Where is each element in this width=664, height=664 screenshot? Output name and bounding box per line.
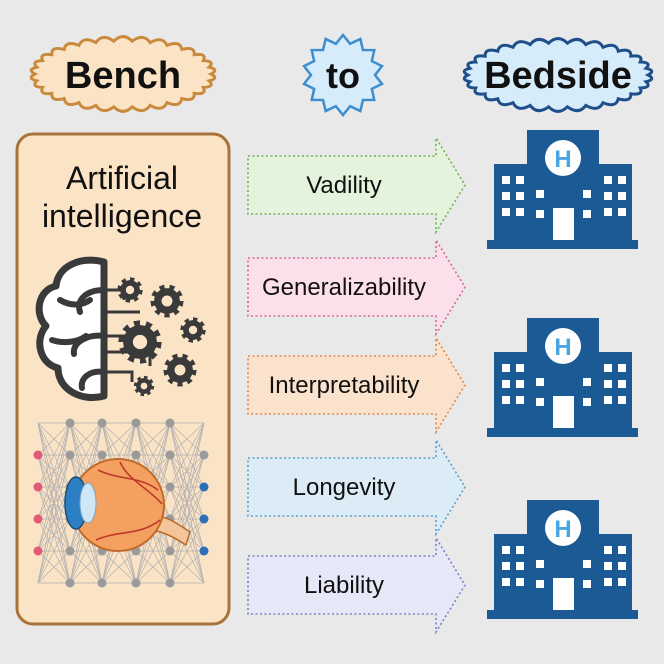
hospital-icon: H [487, 500, 638, 619]
network-node [165, 418, 175, 428]
hospital-icons: H H H [487, 130, 638, 619]
network-node [33, 450, 43, 460]
ai-title-line1: Artificial [66, 160, 178, 196]
network-node [33, 546, 43, 556]
arrow-shape [247, 237, 466, 337]
network-node [199, 514, 209, 524]
criteria-arrow: Interpretability [247, 335, 466, 435]
bench-badge-shape [29, 35, 217, 113]
hospital-sign-letter: H [554, 334, 571, 361]
network-node [65, 450, 75, 460]
to-label: to [326, 55, 360, 96]
network-connection [69, 550, 103, 584]
eye-vessels [95, 461, 163, 541]
hospital-sign [545, 328, 581, 364]
arrow-label: Interpretability [269, 372, 420, 399]
network-node [165, 578, 175, 588]
network-node [131, 450, 141, 460]
network-connection [169, 550, 205, 584]
ai-panel: Artificial intelligence [15, 132, 231, 626]
network-node [33, 514, 43, 524]
hospital-icon: H [487, 130, 638, 249]
network-connection [101, 422, 137, 456]
arrow-label: Liability [304, 572, 384, 599]
gear-hole [161, 295, 173, 307]
network-node [165, 482, 175, 492]
arrow-shape [247, 135, 466, 235]
network-connection [135, 550, 171, 584]
network-node [97, 578, 107, 588]
arrow-shape [247, 535, 466, 635]
bedside-badge-shape [462, 37, 654, 113]
eye-icon [64, 458, 191, 552]
bedside-badge: Bedside [462, 37, 654, 113]
network-connection [69, 422, 103, 456]
to-badge-shape [302, 33, 384, 117]
network-connection [101, 550, 137, 584]
network-node [199, 546, 209, 556]
network-node [65, 418, 75, 428]
criteria-arrows: VadilityGeneralizabilityInterpretability… [247, 135, 466, 635]
network-node [165, 450, 175, 460]
hospital-sign [545, 140, 581, 176]
network-connection [169, 454, 205, 584]
network-node [97, 418, 107, 428]
network-connection [169, 518, 205, 584]
network-connection [37, 454, 71, 584]
criteria-arrow: Liability [247, 535, 466, 635]
network-connection [135, 422, 171, 456]
network-node [165, 546, 175, 556]
bench-label: Bench [65, 55, 181, 97]
criteria-arrow: Generalizability [247, 237, 466, 337]
arrow-shape [247, 335, 466, 435]
arrow-shape [247, 437, 466, 537]
hospital-icon: H [487, 318, 638, 437]
network-connection [37, 422, 71, 488]
criteria-arrow: Vadility [247, 135, 466, 235]
brain-folds [49, 287, 107, 391]
network-connection [169, 422, 205, 488]
network-node [199, 450, 209, 460]
network-connection [169, 422, 205, 584]
brain-gears-icon [35, 256, 206, 401]
network-connection [37, 422, 71, 552]
network-node [97, 450, 107, 460]
network-connection [37, 422, 71, 456]
network-connection [37, 550, 71, 584]
network-connection [169, 422, 205, 520]
network-connection [37, 422, 71, 584]
bedside-label: Bedside [484, 55, 632, 97]
arrow-label: Vadility [306, 172, 382, 199]
network-node [33, 482, 43, 492]
gear-hole [174, 364, 186, 376]
to-badge: to [302, 33, 384, 117]
gear-hole [125, 285, 135, 295]
eye-lens [79, 482, 97, 524]
network-connection [169, 422, 205, 456]
network-node [131, 418, 141, 428]
hospital-sign [545, 510, 581, 546]
network-node [65, 546, 75, 556]
network-node [131, 578, 141, 588]
gear-hole [132, 334, 148, 350]
network-node [199, 482, 209, 492]
arrow-label: Generalizability [262, 274, 426, 301]
arrow-label: Longevity [293, 474, 396, 501]
gear-hole [140, 382, 148, 390]
network-node [65, 578, 75, 588]
hospital-sign-letter: H [554, 146, 571, 173]
bench-badge: Bench [29, 35, 217, 113]
neural-network-eye-icon [33, 418, 209, 588]
ai-title-line2: intelligence [42, 198, 202, 234]
hospital-sign-letter: H [554, 516, 571, 543]
gears-group [117, 277, 206, 397]
criteria-arrow: Longevity [247, 437, 466, 537]
network-connection [37, 422, 71, 520]
network-connection [37, 518, 71, 584]
gear-hole [188, 325, 198, 335]
